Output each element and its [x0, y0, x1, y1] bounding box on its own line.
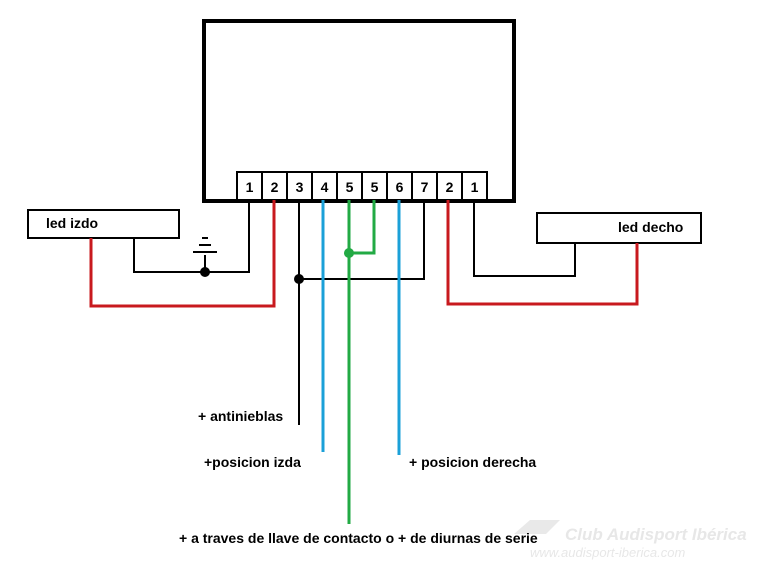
- green-wires: [347, 200, 376, 524]
- led-left-box: [27, 209, 180, 239]
- terminal-cell: [386, 171, 413, 201]
- terminal-pin-label: 2: [271, 179, 279, 195]
- wire-pin7: [299, 200, 425, 280]
- label-pos-right: + posicion derecha: [409, 454, 536, 470]
- wire-green-bridge: [349, 200, 376, 255]
- watermark-logo-icon: [514, 520, 560, 534]
- terminal-pin-label: 5: [371, 179, 379, 195]
- led-right-box: [536, 212, 702, 244]
- terminal-pin-label: 3: [296, 179, 304, 195]
- black-wires: [133, 200, 576, 425]
- label-fog: + antinieblas: [198, 408, 283, 424]
- wire-red-right: [446, 200, 639, 306]
- terminal-pin-label: 1: [471, 179, 479, 195]
- terminal-cell: [436, 171, 463, 201]
- label-ignition: + a traves de llave de contacto o + de d…: [179, 530, 538, 546]
- wire-ground-left: [133, 200, 250, 273]
- watermark: Club Audisport Ibérica www.audisport-ibe…: [514, 520, 747, 560]
- label-pos-left: +posicion izda: [204, 454, 301, 470]
- led-right-label: led decho: [618, 219, 683, 235]
- terminal-strip: 1 2 3 4 5 5 6 7 2 1: [236, 171, 488, 201]
- terminal-pin-label: 1: [246, 179, 254, 195]
- terminal-pin-label: 7: [421, 179, 429, 195]
- junction-ground: [200, 267, 210, 277]
- terminal-pin-label: 2: [446, 179, 454, 195]
- junction-green: [344, 248, 354, 258]
- led-left-label: led izdo: [46, 215, 98, 231]
- terminal-pin-label: 4: [321, 179, 329, 195]
- watermark-name: Club Audisport Ibérica: [565, 525, 747, 544]
- wire-red-left: [89, 200, 276, 308]
- watermark-url: www.audisport-iberica.com: [530, 545, 686, 560]
- wire-ground-right: [473, 200, 576, 277]
- terminal-pin-label: 6: [396, 179, 404, 195]
- terminal-pin-label: 5: [346, 179, 354, 195]
- junction-black: [294, 274, 304, 284]
